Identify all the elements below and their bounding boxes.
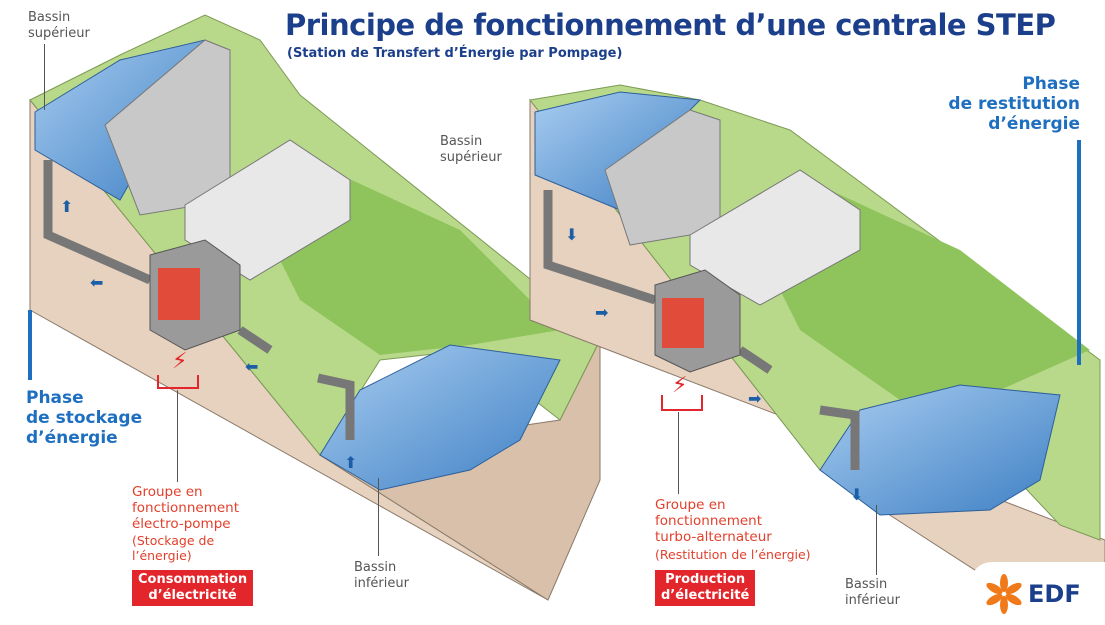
arrow-right-icon: ➡ [595,303,608,322]
right-red-bracket [661,395,703,411]
lightning-icon: ⚡ [672,373,687,398]
arrow-up-icon: ⬆ [344,453,357,472]
arrow-up-icon: ⬆ [60,197,73,216]
consumption-badge: Consommation d’électricité [132,570,254,606]
right-penstock-pipe [543,190,657,305]
left-red-bracket [157,375,199,389]
right-dam [604,109,721,246]
leader-line [177,390,178,482]
right-turbine-core [662,298,704,348]
left-lower-basin [319,344,561,491]
phase-marker-line [1077,140,1081,365]
left-power-building [184,139,351,281]
right-tailrace-pipe [737,346,860,470]
left-group-note: (Stockage de l’énergie) [132,533,215,563]
arrow-left-icon: ⬅ [90,273,103,292]
right-upper-basin-label: Bassin supérieur [440,134,502,165]
leader-line [44,44,45,110]
right-group-note: (Restitution de l’énergie) [655,547,811,562]
page-title: Principe de fonctionnement d’une central… [285,8,1056,42]
edf-flower-logo-icon [986,574,1022,614]
right-lower-basin [819,384,1061,516]
leader-line [876,505,877,575]
left-pump-core [158,268,200,320]
right-group-label: Groupe en fonctionnement turbo-alternate… [655,497,772,545]
edf-logo-text: EDF [1028,580,1081,608]
phase-marker-line [28,310,32,380]
right-block: ⚡ ⬇ ➡ ➡ ⬇ [529,84,1105,625]
left-tailrace-pipe [237,326,355,440]
page-subtitle: (Station de Transfert d’Énergie par Pomp… [287,46,623,61]
leader-line [678,412,679,494]
arrow-down-icon: ⬇ [850,485,863,504]
production-badge: Production d’électricité [655,570,756,606]
left-lower-basin-label: Bassin inférieur [354,560,409,591]
left-phase-label: Phase de stockage d’énergie [26,388,143,448]
left-dam [104,39,231,216]
arrow-left-icon: ⬅ [245,357,258,376]
left-upper-basin-label: Bassin supérieur [28,10,90,41]
lightning-icon: ⚡ [172,349,187,374]
left-group-label: Groupe en fonctionnement électro-pompe [132,484,240,532]
edf-logo: EDF [970,562,1105,625]
right-phase-label: Phase de restitution d’énergie [948,74,1080,134]
left-penstock-pipe [43,160,152,285]
arrow-right-icon: ➡ [748,389,761,408]
left-block: ⚡ ⬆ ⬅ ⬅ ⬆ [29,14,601,601]
right-power-building [689,169,861,306]
arrow-down-icon: ⬇ [565,225,578,244]
leader-line [378,478,379,556]
right-lower-basin-label: Bassin inférieur [845,577,900,608]
